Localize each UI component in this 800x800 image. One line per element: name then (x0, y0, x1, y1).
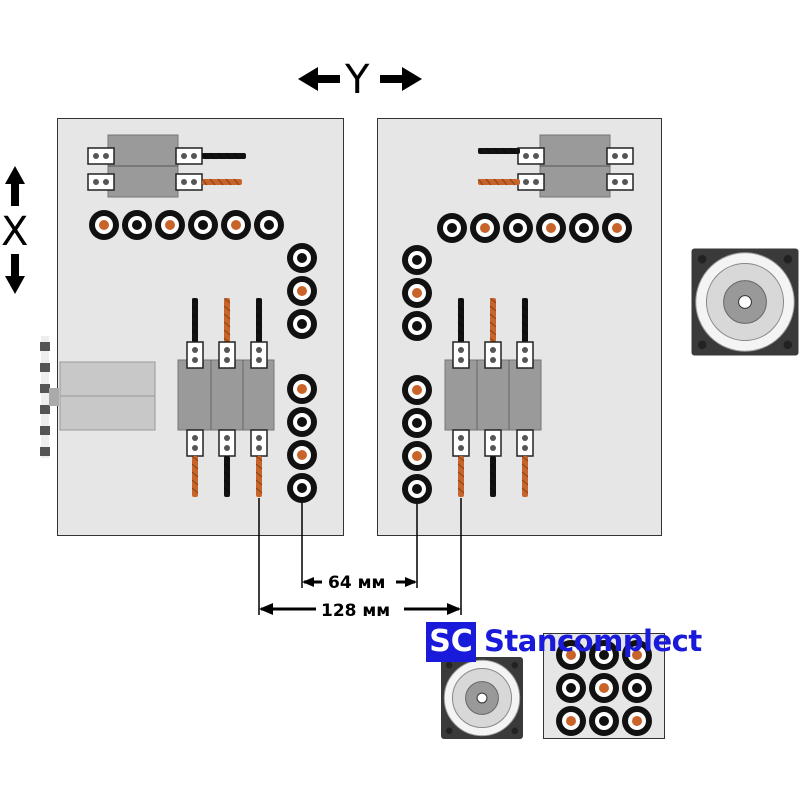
arrow-right-icon (380, 67, 422, 91)
bushing (287, 473, 317, 503)
bushing (122, 210, 152, 240)
bushing (287, 374, 317, 404)
drill-bit (458, 456, 464, 497)
chuck (484, 341, 502, 369)
arrow-left-icon (298, 67, 340, 91)
x-axis-label: X (1, 209, 29, 255)
bushing (602, 213, 632, 243)
chuck (175, 173, 203, 191)
chuck (516, 341, 534, 369)
drill-bit (202, 153, 246, 159)
drill-bit (224, 456, 230, 497)
bushing (402, 441, 432, 471)
y-axis-label: Y (345, 57, 370, 103)
drill-bit (490, 456, 496, 497)
bushing (589, 673, 619, 703)
chuck (517, 147, 545, 165)
drill-bit (224, 298, 230, 346)
chuck (484, 429, 502, 457)
drill-bit (192, 298, 198, 346)
bushing (254, 210, 284, 240)
bushing (402, 245, 432, 275)
bushing (437, 213, 467, 243)
y-axis-arrows (298, 67, 422, 91)
chuck (606, 147, 634, 165)
bushing (188, 210, 218, 240)
bushing (556, 673, 586, 703)
chuck (186, 341, 204, 369)
bushing (622, 673, 652, 703)
drill-bit (192, 456, 198, 497)
drill-bit (490, 298, 496, 346)
drill-bit (458, 298, 464, 346)
bushing (402, 474, 432, 504)
bushing (569, 213, 599, 243)
drill-bit (478, 179, 520, 185)
bushing (287, 309, 317, 339)
bushing (470, 213, 500, 243)
chuck (250, 341, 268, 369)
chuck (186, 429, 204, 457)
bushing (155, 210, 185, 240)
drill-bit (522, 298, 528, 346)
chuck (87, 147, 115, 165)
arrowhead-icon (447, 603, 461, 615)
arrowhead-icon (405, 577, 417, 587)
bushing (503, 213, 533, 243)
chuck (250, 429, 268, 457)
bushing (89, 210, 119, 240)
bushing (536, 213, 566, 243)
arrow-down-icon (5, 254, 25, 294)
brand-name: Stancomplect (484, 624, 702, 658)
bushing (622, 706, 652, 736)
dimension-64mm: 64 мм (325, 573, 389, 593)
vertical-spindle-block (444, 359, 542, 431)
arrow-up-icon (5, 166, 25, 206)
dimension-128mm: 128 мм (318, 601, 394, 621)
bushing (287, 440, 317, 470)
chuck (218, 429, 236, 457)
bushing (589, 706, 619, 736)
bushing (402, 408, 432, 438)
bushing (221, 210, 251, 240)
arrowhead-icon (259, 603, 273, 615)
chuck (87, 173, 115, 191)
bushing (622, 640, 652, 670)
drill-bit (478, 148, 520, 154)
chuck (516, 429, 534, 457)
bushing (402, 278, 432, 308)
vertical-spindle-block (177, 359, 275, 431)
x-axis-arrows (5, 166, 25, 294)
chuck (218, 341, 236, 369)
drill-bit (256, 456, 262, 497)
drill-bit (522, 456, 528, 497)
chuck (175, 147, 203, 165)
chuck (452, 429, 470, 457)
bushing (556, 640, 586, 670)
bushing (287, 407, 317, 437)
bushing (402, 311, 432, 341)
chuck (606, 173, 634, 191)
bushing (402, 375, 432, 405)
arrowhead-icon (302, 577, 314, 587)
brand-logo-icon: SC (426, 622, 476, 662)
bushing (287, 276, 317, 306)
bushing (589, 640, 619, 670)
chuck (452, 341, 470, 369)
bushing (287, 243, 317, 273)
chuck (517, 173, 545, 191)
drill-bit (256, 298, 262, 346)
bushing (556, 706, 586, 736)
drill-bit (202, 179, 242, 185)
rack (41, 336, 49, 458)
